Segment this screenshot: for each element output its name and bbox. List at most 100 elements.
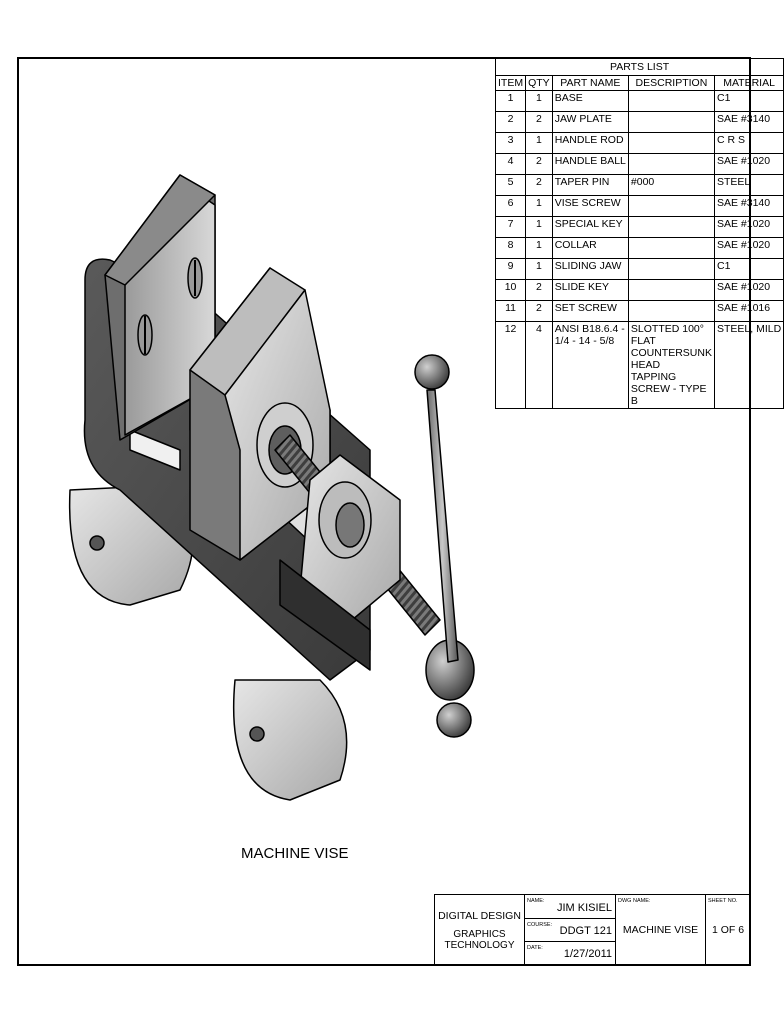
org-cell: DIGITAL DESIGN GRAPHICS TECHNOLOGY [434,894,525,966]
cell-material: SAE #3140 [713,195,784,217]
cell-description [627,153,715,175]
cell-description [627,237,715,259]
cell-item: 2 [494,111,527,133]
cell-item: 6 [494,195,527,217]
cell-part-name: TAPER PIN [551,174,629,196]
cell-item: 1 [494,90,527,112]
cell-material: SAE #1020 [713,279,784,301]
description-line: TAPPING SCREW - TYPE B [630,371,707,407]
date-label: DATE: [527,945,543,951]
cell-part-name: SET SCREW [551,300,629,322]
cell-part-name: ANSI B18.6.4 - 1/4 - 14 - 5/8 [551,321,629,409]
cell-description: SLOTTED 100° FLAT COUNTERSUNK HEAD TAPPI… [627,321,715,409]
cell-item: 10 [494,279,527,301]
cell-qty: 2 [525,300,553,322]
header-description: DESCRIPTION [627,75,715,91]
cell-description [627,132,715,154]
cell-description [627,216,715,238]
cell-qty: 1 [525,90,553,112]
cell-item: 9 [494,258,527,280]
parts-list-table: PARTS LIST ITEM QTY PART NAME DESCRIPTIO… [494,58,784,409]
cell-part-name: HANDLE BALL [551,153,629,175]
part-name-line: 1/4 - 14 - 5/8 [554,335,615,347]
machine-vise-drawing [68,174,475,801]
header-part-name: PART NAME [551,75,629,91]
org-line-2: GRAPHICS TECHNOLOGY [444,929,515,951]
sheet-no-label: SHEET NO. [708,898,738,904]
date-cell: DATE: 1/27/2011 [524,941,616,966]
cell-material: C1 [713,90,784,112]
cell-material: C R S [713,132,784,154]
course-label: COURSE: [527,922,553,928]
sheet-no-value: 1 OF 6 [711,924,745,936]
cell-material: SAE #1020 [713,216,784,238]
cell-qty: 2 [525,174,553,196]
cell-qty: 1 [525,237,553,259]
sheet-no-cell: SHEET NO. 1 OF 6 [705,894,751,966]
cell-item: 3 [494,132,527,154]
cell-part-name: COLLAR [551,237,629,259]
cell-material: STEEL [713,174,784,196]
cell-material: SAE #1016 [713,300,784,322]
cell-item: 5 [494,174,527,196]
title-block: DIGITAL DESIGN GRAPHICS TECHNOLOGY NAME:… [434,894,751,966]
dwg-name-cell: DWG NAME: MACHINE VISE [615,894,706,966]
cell-part-name: BASE [551,90,629,112]
cell-qty: 4 [525,321,553,409]
part-name-line: ANSI B18.6.4 - [554,323,625,335]
cell-item: 4 [494,153,527,175]
cell-qty: 1 [525,216,553,238]
cell-item: 8 [494,237,527,259]
cell-qty: 2 [525,153,553,175]
header-material: MATERIAL [713,75,784,91]
drawing-caption: MACHINE VISE [241,845,349,862]
cell-material: SAE #3140 [713,111,784,133]
name-label: NAME: [527,898,545,904]
cell-qty: 2 [525,279,553,301]
table-row: 12 4 ANSI B18.6.4 - 1/4 - 14 - 5/8 SLOTT… [494,321,784,409]
cell-description [627,90,715,112]
cell-material: C1 [713,258,784,280]
name-value: JIM KISIEL [556,902,612,914]
cell-qty: 1 [525,132,553,154]
course-value: DDGT 121 [559,925,612,937]
cell-description [627,195,715,217]
cell-description [627,258,715,280]
cell-description: #000 [627,174,715,196]
description-line: SLOTTED 100° FLAT [630,323,704,347]
header-qty: QTY [525,75,553,91]
org-line-1: DIGITAL DESIGN [438,910,521,922]
parts-list-title: PARTS LIST [494,58,784,76]
cell-description [627,300,715,322]
cell-description [627,111,715,133]
cell-item: 11 [494,300,527,322]
drawing-sheet-border [17,57,751,966]
cell-part-name: JAW PLATE [551,111,629,133]
cell-item: 7 [494,216,527,238]
cell-part-name: SLIDING JAW [551,258,629,280]
cell-qty: 1 [525,258,553,280]
cell-description [627,279,715,301]
cell-material: SAE #1020 [713,153,784,175]
cell-qty: 2 [525,111,553,133]
cell-material: STEEL, MILD [713,321,784,409]
date-value: 1/27/2011 [563,948,612,960]
name-cell: NAME: JIM KISIEL [524,894,616,919]
cell-part-name: HANDLE ROD [551,132,629,154]
course-cell: COURSE: DDGT 121 [524,918,616,942]
cell-part-name: SPECIAL KEY [551,216,629,238]
dwg-name-value: MACHINE VISE [622,924,699,936]
cell-part-name: VISE SCREW [551,195,629,217]
dwg-name-label: DWG NAME: [618,898,651,904]
